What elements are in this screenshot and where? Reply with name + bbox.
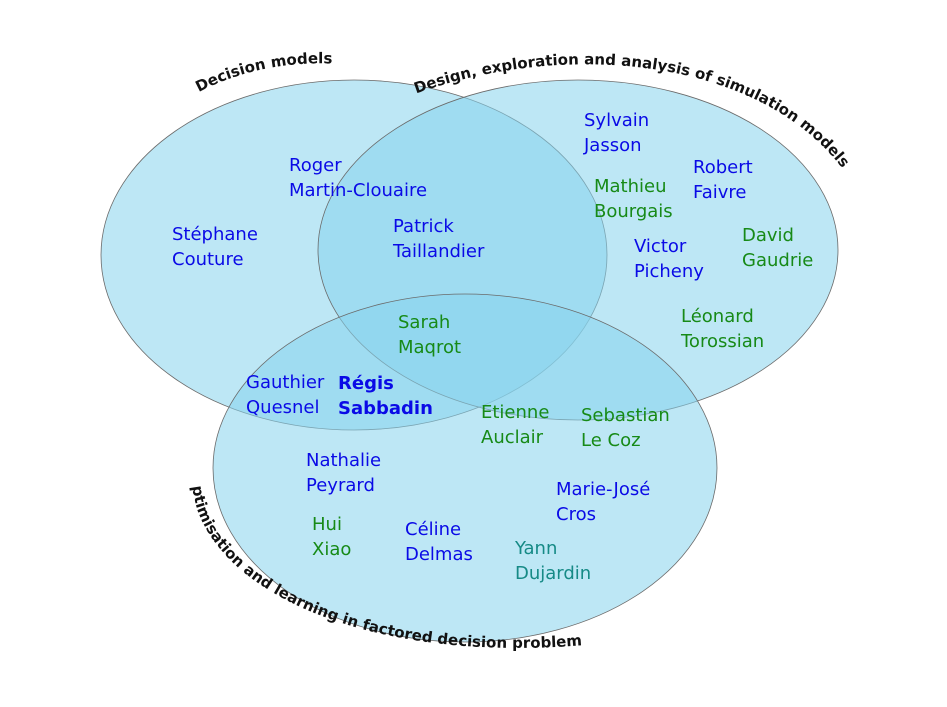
person-first-name: Etienne — [481, 402, 549, 423]
person-last-name: Dujardin — [515, 563, 591, 584]
person-first-name: Nathalie — [306, 450, 381, 471]
person-first-name: Stéphane — [172, 224, 258, 245]
person-last-name: Jasson — [583, 135, 642, 156]
person-last-name: Torossian — [680, 331, 764, 352]
person-first-name: Sarah — [398, 312, 450, 333]
person-last-name: Delmas — [405, 544, 473, 565]
person-last-name: Le Coz — [581, 430, 641, 451]
person-last-name: Auclair — [481, 427, 544, 448]
person-first-name: Gauthier — [246, 372, 325, 393]
person-first-name: Robert — [693, 157, 753, 178]
person-last-name: Gaudrie — [742, 250, 813, 271]
person-first-name: Roger — [289, 155, 342, 176]
person-last-name: Taillandier — [392, 241, 485, 262]
person-last-name: Martin-Clouaire — [289, 180, 427, 201]
person-last-name: Quesnel — [246, 397, 320, 418]
person-sebastian: Sebastian Le Coz — [581, 405, 670, 451]
person-last-name: Faivre — [693, 182, 746, 203]
person-last-name: Maqrot — [398, 337, 461, 358]
person-first-name: Marie-José — [556, 479, 650, 500]
person-last-name: Sabbadin — [338, 398, 433, 419]
person-first-name: Sebastian — [581, 405, 670, 426]
person-first-name: Yann — [514, 538, 557, 559]
person-first-name: Hui — [312, 514, 342, 535]
person-first-name: Régis — [338, 373, 394, 394]
person-first-name: Léonard — [681, 306, 754, 327]
person-last-name: Picheny — [634, 261, 704, 282]
person-first-name: Victor — [634, 236, 687, 257]
person-last-name: Peyrard — [306, 475, 375, 496]
person-first-name: Céline — [405, 519, 461, 540]
person-last-name: Cros — [556, 504, 596, 525]
person-first-name: Sylvain — [584, 110, 649, 131]
set-optimisation — [212, 293, 718, 643]
person-first-name: David — [742, 225, 794, 246]
person-last-name: Couture — [172, 249, 244, 270]
person-last-name: Xiao — [312, 539, 351, 560]
person-last-name: Bourgais — [594, 201, 673, 222]
person-first-name: Mathieu — [594, 176, 667, 197]
person-first-name: Patrick — [393, 216, 454, 237]
